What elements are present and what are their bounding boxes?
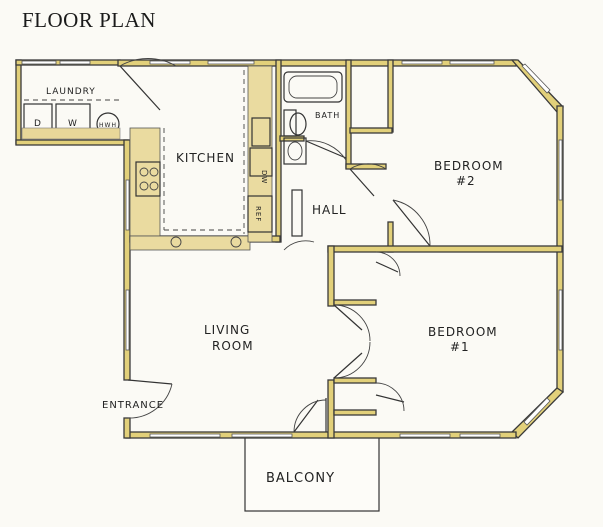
balcony-outline [244,434,380,512]
bedroom-2-number: #2 [456,174,476,188]
page-title: FLOOR PLAN [22,8,156,32]
refrigerator-label: REF [254,206,262,222]
dishwasher-label: DW [260,170,268,184]
water-heater-label: HWH [99,122,117,129]
dryer-label: D [34,119,42,129]
kitchen-label: KITCHEN [176,151,235,165]
bedroom-1-label: BEDROOM [428,325,498,339]
living-room-label-2: ROOM [212,339,254,353]
balcony-label: BALCONY [266,471,335,486]
washer-label: W [68,119,78,129]
bath-fixtures [283,71,343,165]
laundry-label: LAUNDRY [46,87,96,97]
entrance-label: ENTRANCE [102,400,164,411]
windows [21,60,563,438]
bath-label: BATH [315,111,340,120]
bedroom-1-number: #1 [450,340,470,354]
kitchen-fixtures [129,65,303,251]
laundry-fixtures [21,99,121,140]
bedroom-2-label: BEDROOM [434,159,504,173]
hall-label: HALL [312,203,347,217]
living-room-label: LIVING [204,323,250,337]
doors [119,58,431,433]
